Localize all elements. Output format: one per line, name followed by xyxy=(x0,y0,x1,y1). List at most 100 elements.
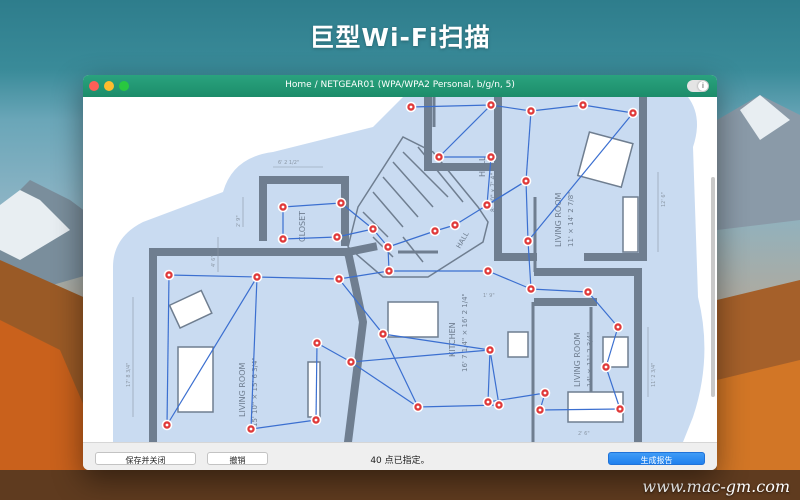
survey-point-center xyxy=(586,290,590,294)
room-dim-living-right: 11' × 14' 2 7/8" xyxy=(567,192,575,247)
floorplan-svg[interactable]: CLOSET HALL 8' 10" x 7' 4" HALL LIVING R… xyxy=(83,97,717,442)
survey-path-segment xyxy=(256,276,340,280)
survey-path-segment xyxy=(250,276,258,430)
room-label-living-lower: LIVING ROOM xyxy=(573,332,582,387)
dim-label-left: 17' 8 3/4" xyxy=(126,363,132,387)
room-label-living-left: LIVING ROOM xyxy=(238,362,247,417)
survey-path-segment xyxy=(387,230,436,248)
survey-path-segment xyxy=(350,361,419,408)
survey-path-segment xyxy=(282,202,342,208)
survey-path-segment xyxy=(487,270,532,290)
survey-path-segment xyxy=(338,270,390,280)
survey-point-center xyxy=(437,155,441,159)
dim-label-lower-right: 11' 2 3/4" xyxy=(651,363,657,387)
survey-point-center xyxy=(249,427,253,431)
dim-label-top: 6' 2 1/2" xyxy=(278,160,299,166)
survey-point-center xyxy=(631,111,635,115)
survey-point-center xyxy=(165,423,169,427)
kitchen-stove xyxy=(507,331,529,358)
survey-point-center xyxy=(486,400,490,404)
staircase xyxy=(347,136,489,278)
survey-point-center xyxy=(489,103,493,107)
survey-point-center xyxy=(381,332,385,336)
survey-point-center xyxy=(485,203,489,207)
survey-path-segment xyxy=(582,104,634,114)
room-label-living-right: LIVING ROOM xyxy=(554,192,563,247)
window-title: Home / NETGEAR01 (WPA/WPA2 Personal, b/g… xyxy=(285,80,515,90)
survey-point-center xyxy=(387,269,391,273)
survey-point-center xyxy=(281,205,285,209)
room-label-kitchen: KITCHEN xyxy=(448,322,457,357)
survey-point-center xyxy=(543,391,547,395)
survey-point-center xyxy=(529,109,533,113)
survey-path-segment xyxy=(490,104,532,112)
sofa-lower xyxy=(567,391,624,423)
zoom-window-button[interactable] xyxy=(119,81,129,91)
survey-path-segment xyxy=(350,349,491,363)
survey-path-segment xyxy=(410,104,492,108)
dim-label-closet-b: 4' 6" xyxy=(211,255,217,267)
survey-point-center xyxy=(453,223,457,227)
survey-path-segment xyxy=(316,342,352,363)
survey-point-center xyxy=(486,269,490,273)
survey-point-center xyxy=(349,360,353,364)
survey-path-segment xyxy=(382,333,419,408)
walls xyxy=(149,97,647,442)
room-label-hall-top: HALL xyxy=(478,156,487,177)
survey-path-segment xyxy=(382,333,491,351)
app-window: Home / NETGEAR01 (WPA/WPA2 Personal, b/g… xyxy=(83,75,717,470)
survey-path-segment xyxy=(605,366,621,410)
survey-path-segment xyxy=(525,110,532,182)
save-and-close-button[interactable]: 保存并关闭 xyxy=(95,452,196,465)
room-dim-living-lower: 14' × 11' 2 3/4" xyxy=(586,332,594,387)
survey-point-center xyxy=(526,239,530,243)
wall-accents xyxy=(398,97,593,442)
close-window-button[interactable] xyxy=(89,81,99,91)
survey-path-segment xyxy=(530,104,584,112)
survey-path-segment xyxy=(527,240,532,290)
survey-path-segment xyxy=(315,342,318,421)
survey-point-center xyxy=(538,408,542,412)
survey-path-segment xyxy=(338,278,384,335)
survey-path-segment xyxy=(487,349,491,403)
survey-path-segment xyxy=(282,236,338,240)
room-label-closet: CLOSET xyxy=(298,211,307,242)
survey-path-segment xyxy=(166,274,170,426)
survey-point-center xyxy=(529,287,533,291)
dim-label-right: 12' 6" xyxy=(661,192,667,207)
survey-path-segment xyxy=(340,202,374,230)
survey-point-center xyxy=(433,229,437,233)
survey-point-center xyxy=(604,365,608,369)
armchair-left xyxy=(168,289,213,329)
floorplan-canvas[interactable]: CLOSET HALL 8' 10" x 7' 4" HALL LIVING R… xyxy=(83,97,717,442)
generate-report-button[interactable]: 生成报告 xyxy=(608,452,705,465)
vertical-scrollbar[interactable] xyxy=(711,177,715,397)
survey-path-segment xyxy=(250,419,317,430)
survey-point-center xyxy=(409,105,413,109)
minimize-window-button[interactable] xyxy=(104,81,114,91)
survey-point-center xyxy=(616,325,620,329)
info-toggle[interactable]: i xyxy=(687,80,709,92)
survey-path-segment xyxy=(530,288,589,293)
survey-path-segment xyxy=(336,228,374,238)
room-dim-living-left: 15' 10" × 15' 6 3/4" xyxy=(251,357,259,427)
survey-point-center xyxy=(315,341,319,345)
undo-button[interactable]: 撤销 xyxy=(207,452,268,465)
room-dim-hall-top: 8' 10" x 7' 4" xyxy=(490,173,497,212)
survey-point-center xyxy=(314,418,318,422)
survey-points[interactable] xyxy=(161,99,639,435)
survey-path-segment xyxy=(486,156,492,206)
points-status-text: 40 点已指定。 xyxy=(370,456,430,466)
survey-point-center xyxy=(489,155,493,159)
survey-point-center xyxy=(255,275,259,279)
survey-point-center xyxy=(386,245,390,249)
armchair-right xyxy=(576,131,634,189)
bottom-toolbar: 保存并关闭 撤销 40 点已指定。 生成报告 xyxy=(83,442,717,470)
site-watermark: www.mac-gm.com xyxy=(642,477,790,496)
survey-path-segment xyxy=(525,180,529,242)
survey-path-segment xyxy=(438,104,492,158)
furniture xyxy=(168,131,639,423)
armchair-lower xyxy=(602,336,629,368)
tv-stand xyxy=(307,361,321,418)
